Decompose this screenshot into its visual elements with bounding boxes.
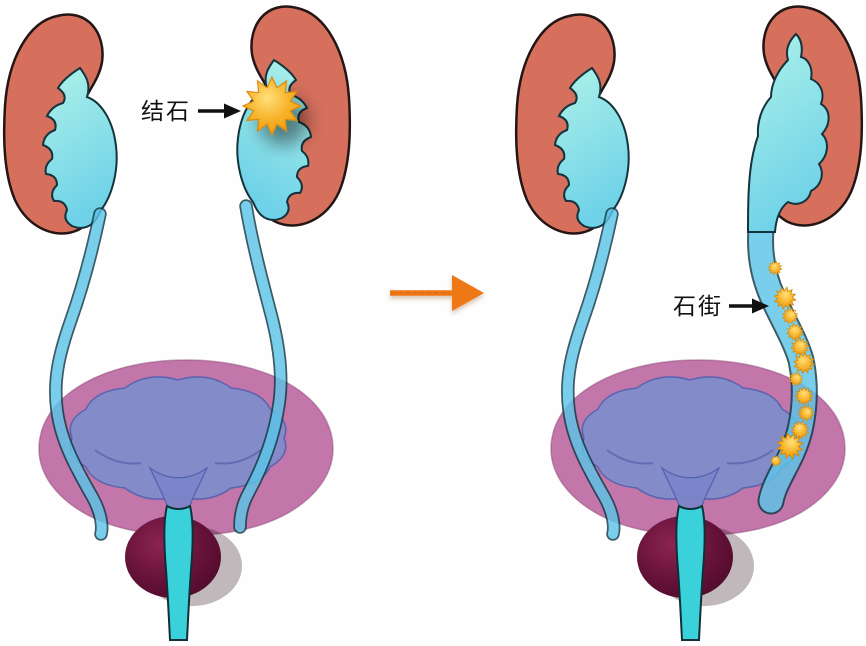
stone-street-pointer-arrowhead-icon xyxy=(752,298,769,314)
stone-label: 结石 xyxy=(141,98,191,124)
bladder-before xyxy=(38,359,334,641)
stone-street-label: 石街 xyxy=(673,293,723,319)
annotation-stone-street: 石街 xyxy=(673,293,769,319)
right-ureter xyxy=(233,199,288,534)
right-kidney-unit-before xyxy=(233,5,352,534)
stone-pointer-arrowhead-icon xyxy=(224,103,241,119)
panel-after: 石街 xyxy=(516,5,864,641)
annotation-stone: 结石 xyxy=(141,98,241,124)
panel-before: 结石 xyxy=(4,5,352,641)
transition-arrow-icon xyxy=(390,275,484,311)
